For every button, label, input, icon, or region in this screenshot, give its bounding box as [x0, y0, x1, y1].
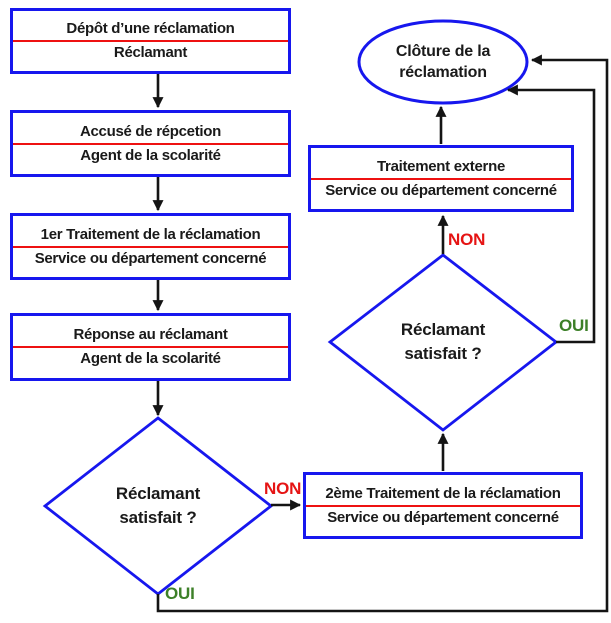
- process-box-treatment2: 2ème Traitement de la réclamation Servic…: [303, 472, 583, 539]
- closure-ellipse: [357, 19, 529, 105]
- decision2-label-line1: Réclamant: [400, 320, 486, 339]
- process-box-treatment1-subtitle: Service ou département concerné: [13, 245, 288, 268]
- decision2-label: Réclamant satisfait ?: [368, 318, 518, 366]
- process-box-external: Traitement externe Service ou départemen…: [308, 145, 574, 212]
- process-box-reception-subtitle: Agent de la scolarité: [13, 142, 288, 165]
- process-box-external-title: Traitement externe: [377, 157, 505, 175]
- process-box-reception-title: Accusé de répcetion: [79, 122, 222, 140]
- edge-label-non1: NON: [264, 479, 302, 498]
- process-box-response: Réponse au réclamant Agent de la scolari…: [10, 313, 291, 381]
- arrow-oui-decision1-to-closure: [156, 54, 609, 613]
- process-box-response-title: Réponse au réclamant: [73, 326, 228, 343]
- process-box-external-subtitle: Service ou département concerné: [311, 177, 571, 200]
- decision1-label-line1: Réclamant: [115, 484, 201, 503]
- decision1-label-line2: satisfait ?: [119, 508, 197, 527]
- decision2-label-line2: satisfait ?: [404, 344, 482, 363]
- edge-label-oui1: OUI: [165, 584, 195, 603]
- decision1-label: Réclamant satisfait ?: [83, 482, 233, 530]
- process-box-deposit-title: Dépôt d’une réclamation: [66, 20, 235, 37]
- closure-label-line1: Clôture de la: [395, 43, 491, 60]
- closure-label-line2: réclamation: [399, 64, 487, 81]
- process-box-deposit-subtitle: Réclamant: [13, 40, 288, 62]
- process-box-response-subtitle: Agent de la scolarité: [13, 346, 288, 368]
- process-box-treatment2-title: 2ème Traitement de la réclamation: [325, 484, 561, 502]
- process-box-reception: Accusé de répcetion Agent de la scolarit…: [10, 110, 291, 177]
- process-box-treatment1-title: 1er Traitement de la réclamation: [40, 225, 261, 243]
- edge-label-oui2: OUI: [559, 316, 589, 335]
- closure-label: Clôture de la réclamation: [363, 41, 523, 83]
- edge-label-non2: NON: [448, 230, 486, 249]
- process-box-deposit: Dépôt d’une réclamation Réclamant: [10, 8, 291, 74]
- decision2-diamond: [327, 253, 559, 432]
- process-box-treatment2-subtitle: Service ou département concerné: [306, 504, 580, 527]
- arrow-oui-decision2-to-closure: [506, 84, 596, 344]
- process-box-treatment1: 1er Traitement de la réclamation Service…: [10, 213, 291, 280]
